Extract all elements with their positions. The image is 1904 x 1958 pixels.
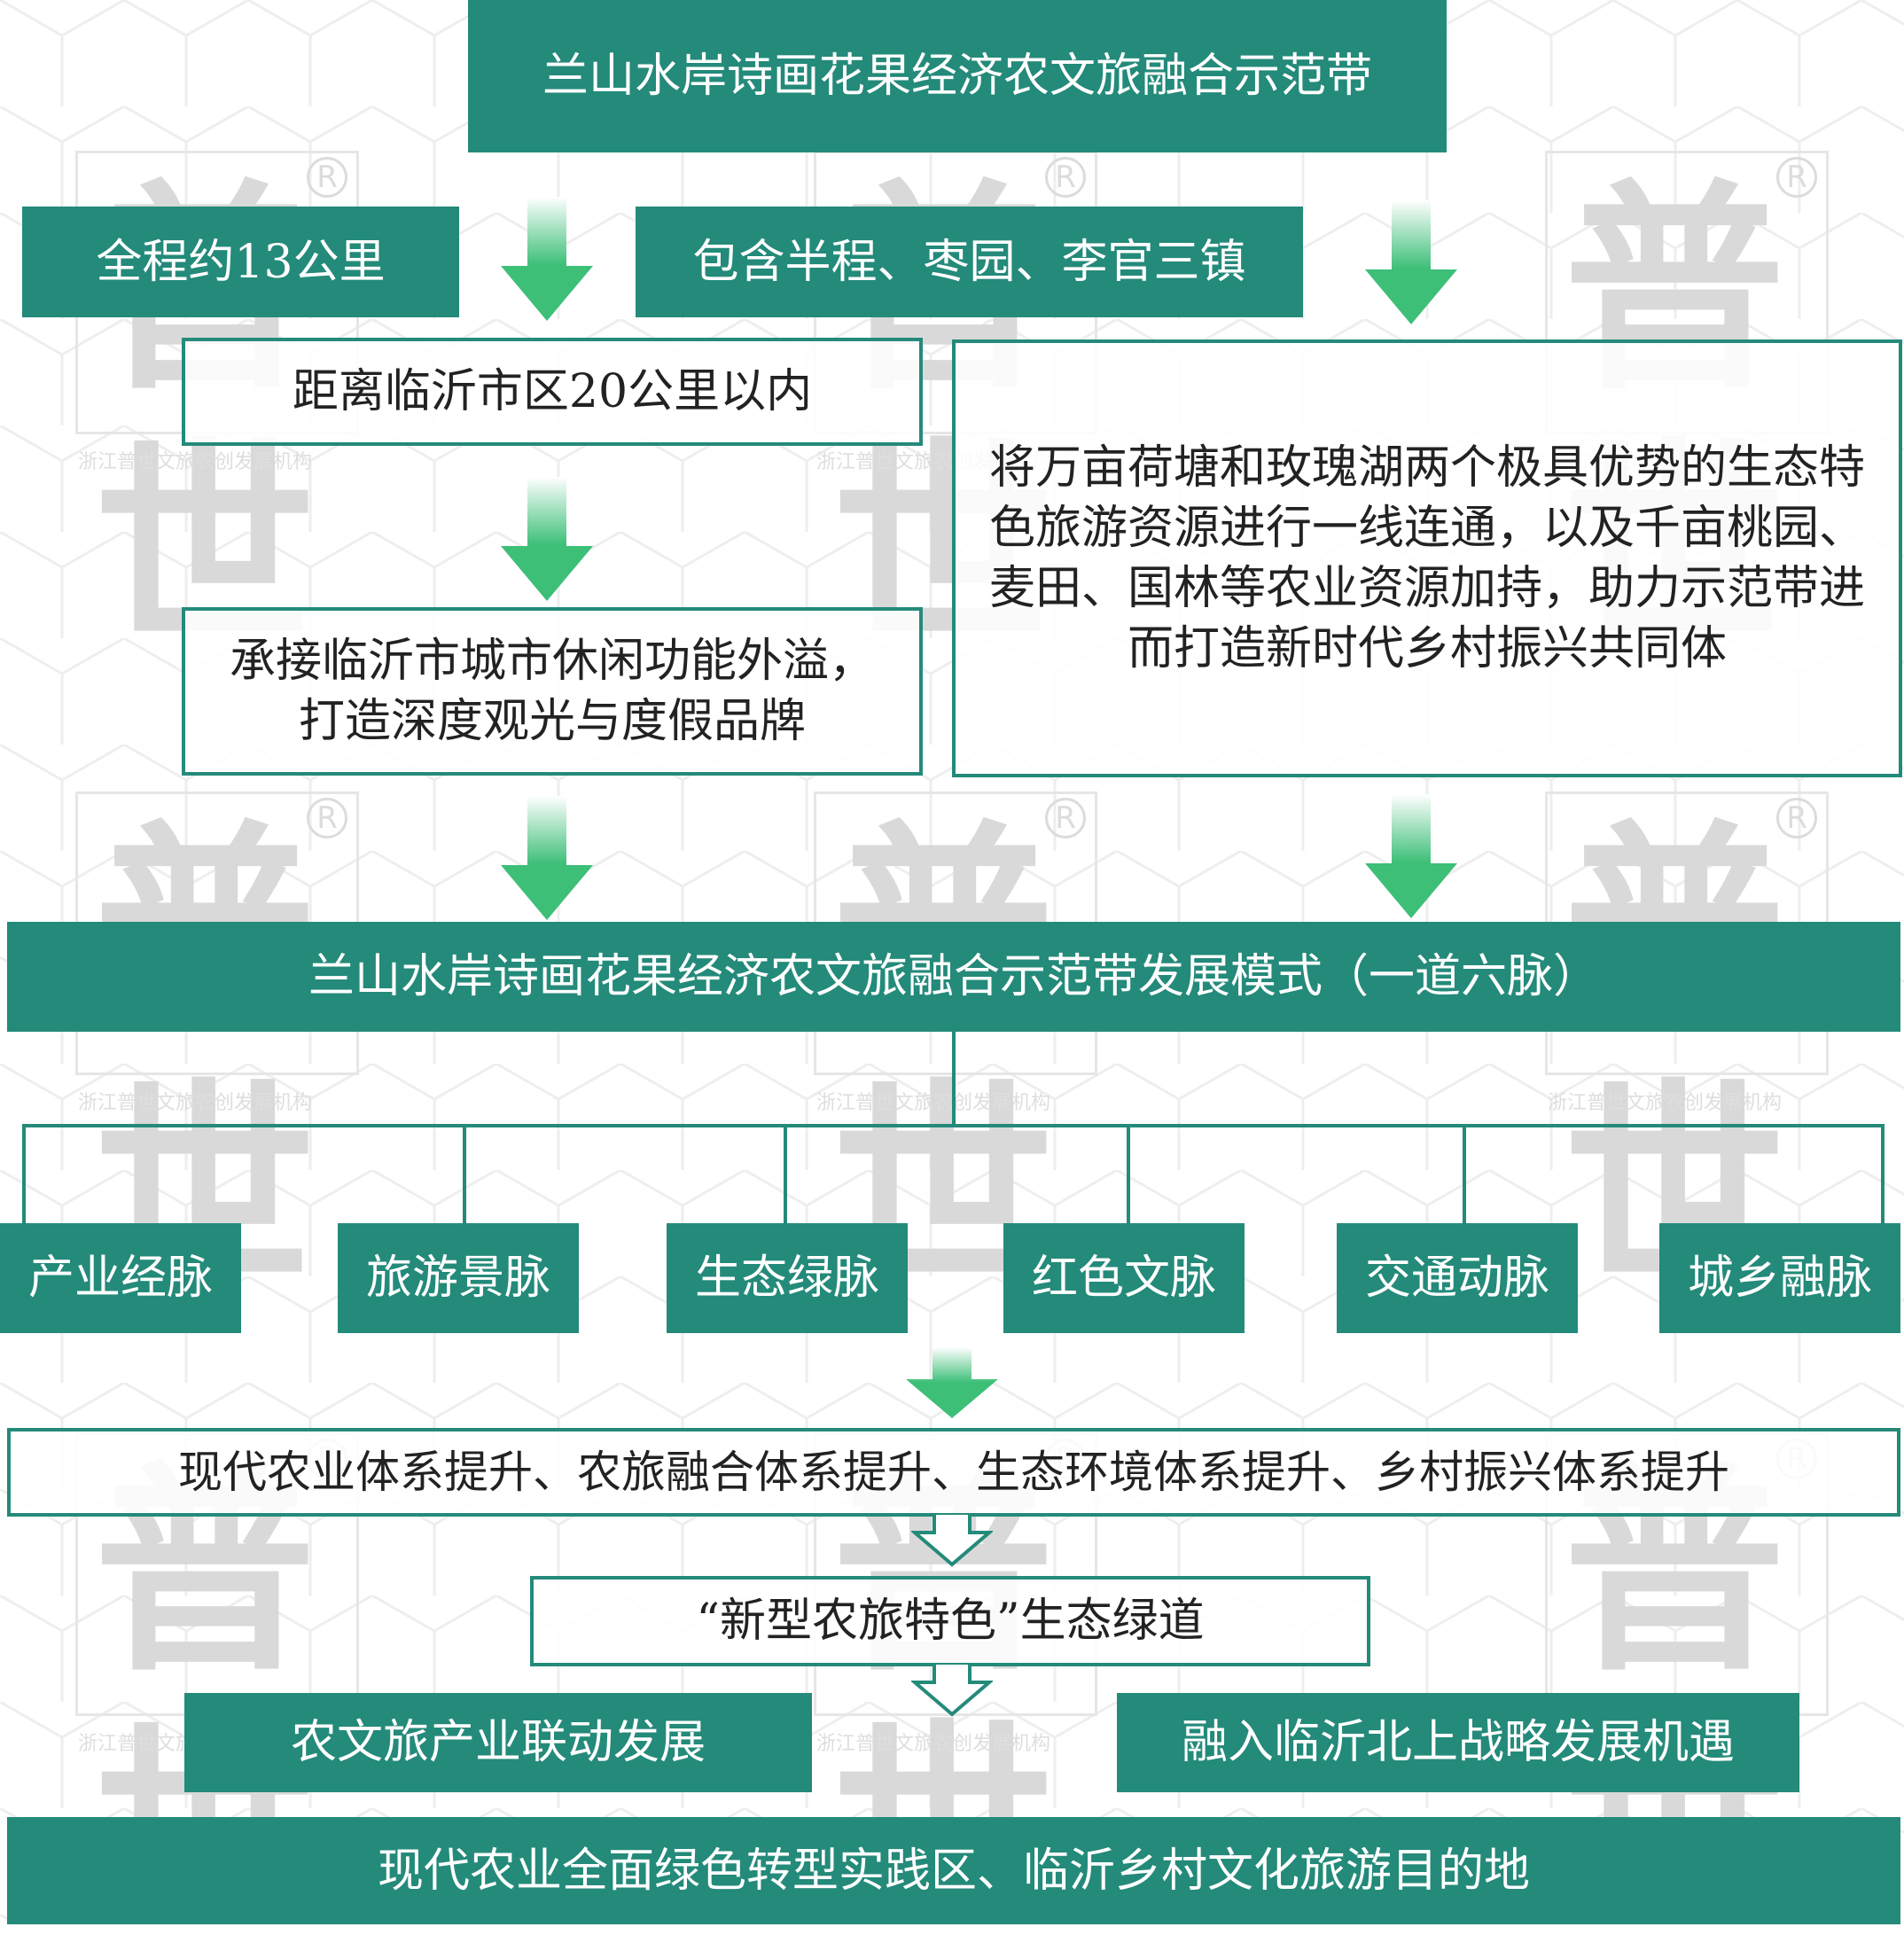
registered-mark-icon: R: [307, 157, 347, 198]
fact-function: 承接临沂市城市休闲功能外溢，打造深度观光与度假品牌: [182, 607, 923, 776]
greenway: “新型农旅特色”生态绿道: [530, 1576, 1370, 1666]
registered-mark-icon: R: [307, 798, 347, 839]
down-arrow-icon: [906, 1347, 998, 1418]
model-title: 兰山水岸诗画花果经济农文旅融合示范带发展模式（一道六脉）: [7, 922, 1900, 1032]
watermark-org-label: 浙江普世文旅农创发展机构: [78, 1092, 313, 1114]
vein-urban-rural: 城乡融脉: [1659, 1223, 1900, 1333]
outcome-industry-linkage: 农文旅产业联动发展: [184, 1693, 812, 1792]
fact-towns: 包含半程、枣园、李官三镇: [636, 207, 1303, 317]
chevron-down-icon: [911, 1515, 993, 1567]
watermark-org-label: 浙江普世文旅农创发展机构: [1548, 1092, 1783, 1114]
outcome-strategy: 融入临沂北上战略发展机遇: [1117, 1693, 1799, 1792]
registered-mark-icon: R: [1776, 157, 1817, 198]
fact-length: 全程约13公里: [22, 207, 459, 317]
down-arrow-icon: [501, 197, 593, 321]
registered-mark-icon: R: [1776, 798, 1817, 839]
vein-transport: 交通动脉: [1337, 1223, 1578, 1333]
connector-drop: [1127, 1124, 1130, 1223]
connector-drop: [1463, 1124, 1466, 1223]
watermark-org-label: 浙江普世文旅农创发展机构: [816, 1733, 1051, 1755]
down-arrow-icon: [501, 796, 593, 920]
systems-upgrade: 现代农业体系提升、农旅融合体系提升、生态环境体系提升、乡村振兴体系提升: [7, 1428, 1900, 1517]
watermark-org-label: 浙江普世文旅农创发展机构: [816, 1092, 1051, 1114]
chevron-down-icon: [911, 1665, 993, 1717]
connector-drop: [463, 1124, 466, 1223]
vein-ecology: 生态绿脉: [667, 1223, 908, 1333]
main-title: 兰山水岸诗画花果经济农文旅融合示范带: [468, 0, 1447, 152]
registered-mark-icon: R: [1045, 798, 1086, 839]
down-arrow-icon: [1365, 200, 1457, 324]
fact-resources: 将万亩荷塘和玫瑰湖两个极具优势的生态特色旅游资源进行一线连通，以及千亩桃园、麦田…: [952, 339, 1902, 777]
connector-bar: [22, 1124, 1884, 1127]
connector-drop: [1881, 1124, 1884, 1223]
vein-industry: 产业经脉: [0, 1223, 241, 1333]
down-arrow-icon: [1365, 794, 1457, 918]
vein-tourism: 旅游景脉: [338, 1223, 579, 1333]
watermark-org-label: 浙江普世文旅农创发展机构: [78, 451, 313, 473]
fact-distance: 距离临沂市区20公里以内: [182, 338, 923, 446]
final-goal: 现代农业全面绿色转型实践区、临沂乡村文化旅游目的地: [7, 1817, 1900, 1924]
down-arrow-icon: [501, 477, 593, 601]
vein-red-culture: 红色文脉: [1003, 1223, 1245, 1333]
connector-drop: [22, 1124, 26, 1223]
connector-trunk: [952, 1032, 956, 1126]
connector-drop: [784, 1124, 787, 1223]
registered-mark-icon: R: [1045, 157, 1086, 198]
